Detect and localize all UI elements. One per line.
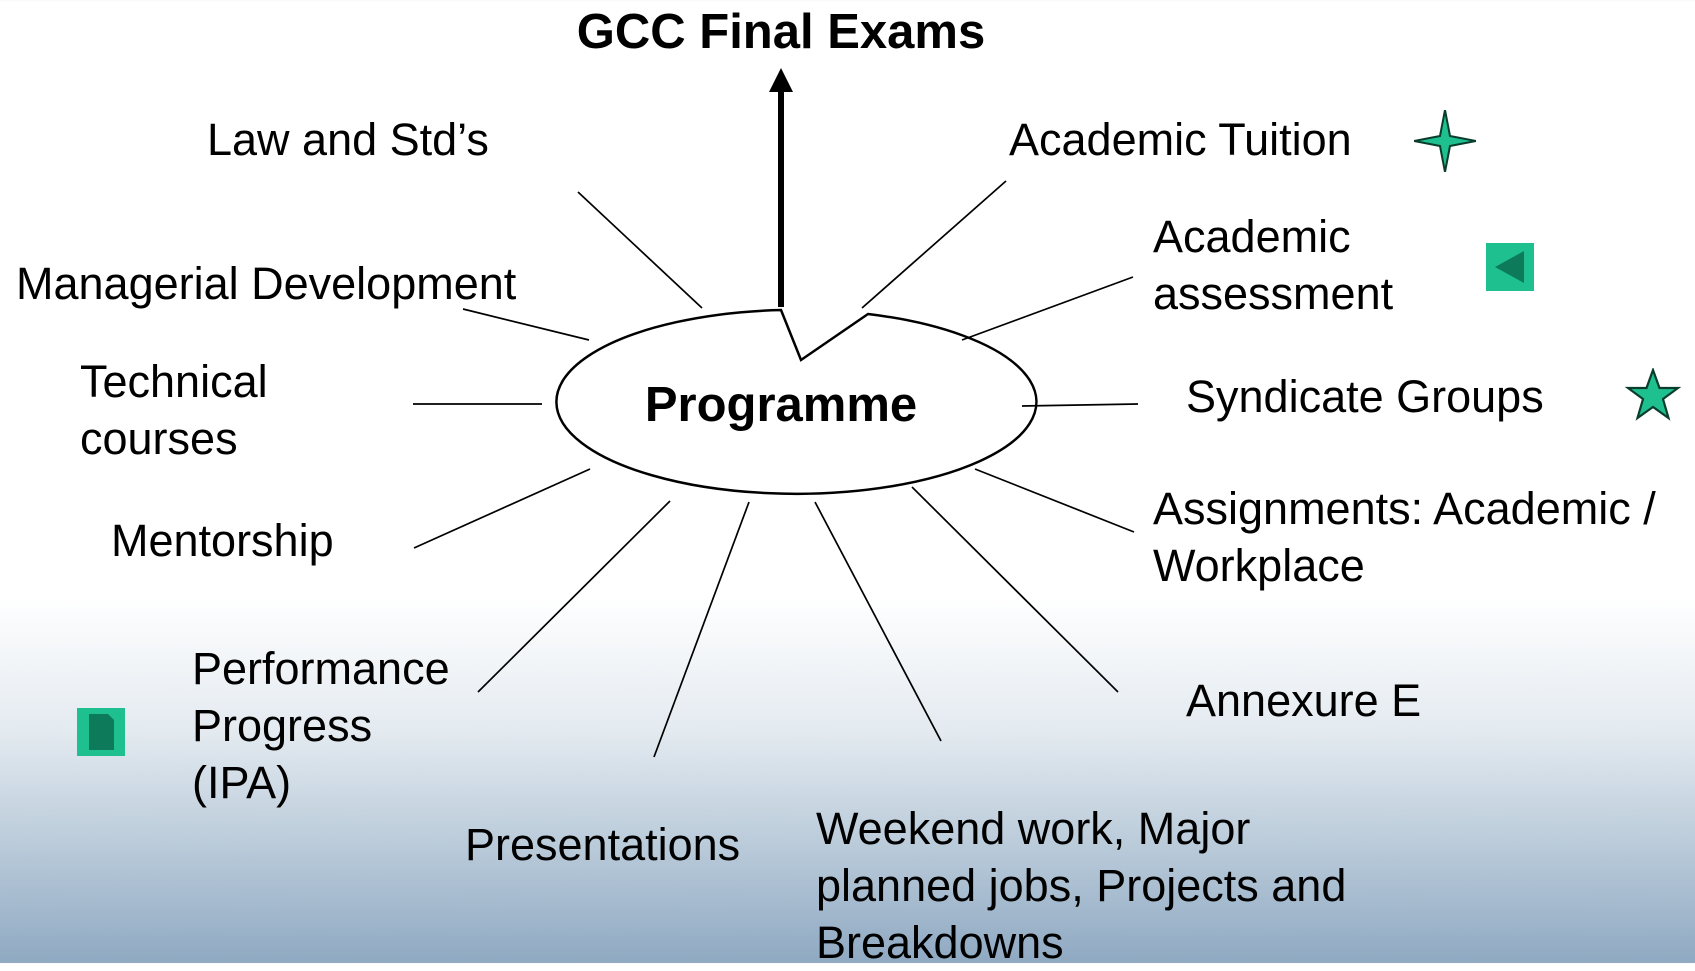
label-academic-tuition: Academic Tuition <box>1009 114 1352 165</box>
five-point-star-icon <box>1625 368 1681 421</box>
diagram-title: GCC Final Exams <box>576 5 986 59</box>
spoke-tuition <box>861 180 1007 309</box>
label-academic-assessment: Academic assessment <box>1153 208 1393 322</box>
label-performance-progress: Performance Progress (IPA) <box>192 640 450 811</box>
label-assessment-line-1: Academic <box>1153 211 1351 262</box>
spoke-managerial <box>462 308 590 341</box>
label-weekend-line-2: planned jobs, Projects and <box>816 860 1347 911</box>
label-mentorship: Mentorship <box>111 515 334 566</box>
label-managerial-development: Managerial Development <box>16 258 517 309</box>
label-assignments: Assignments: Academic / Workplace <box>1153 480 1656 594</box>
spoke-mentorship <box>413 468 591 549</box>
label-law-and-stds: Law and Std’s <box>207 114 489 165</box>
label-syndicate-groups: Syndicate Groups <box>1186 371 1544 422</box>
label-weekend-line-1: Weekend work, Major <box>816 803 1251 854</box>
label-performance-line-3: (IPA) <box>192 757 292 808</box>
label-assessment-line-2: assessment <box>1153 268 1394 319</box>
label-performance-line-1: Performance <box>192 643 450 694</box>
label-presentations: Presentations <box>465 819 741 870</box>
back-arrow-button-icon[interactable] <box>1486 243 1534 291</box>
spoke-presentations <box>653 501 750 758</box>
spoke-performance <box>477 500 671 693</box>
spoke-assessment <box>961 276 1134 341</box>
four-point-star-icon <box>1414 110 1476 172</box>
spoke-syndicate <box>1021 403 1139 407</box>
label-assignments-line-1: Assignments: Academic / <box>1153 483 1656 534</box>
arrow-head <box>769 68 793 92</box>
label-technical-courses: Technical courses <box>80 353 268 467</box>
label-technical-line-2: courses <box>80 413 238 464</box>
spokes <box>413 180 1139 758</box>
spoke-law <box>577 191 703 309</box>
center-label: Programme <box>644 378 918 432</box>
spoke-assignments <box>974 468 1135 533</box>
label-weekend-line-3: Breakdowns <box>816 917 1064 968</box>
label-performance-line-2: Progress <box>192 700 373 751</box>
spoke-annexure <box>911 486 1119 693</box>
label-weekend-work: Weekend work, Major planned jobs, Projec… <box>816 800 1346 971</box>
spoke-weekend <box>814 501 942 742</box>
programme-ellipse <box>555 308 1038 496</box>
label-assignments-line-2: Workplace <box>1153 540 1365 591</box>
document-button-icon[interactable] <box>77 708 125 756</box>
label-annexure-e: Annexure E <box>1186 675 1422 726</box>
label-technical-line-1: Technical <box>80 356 268 407</box>
